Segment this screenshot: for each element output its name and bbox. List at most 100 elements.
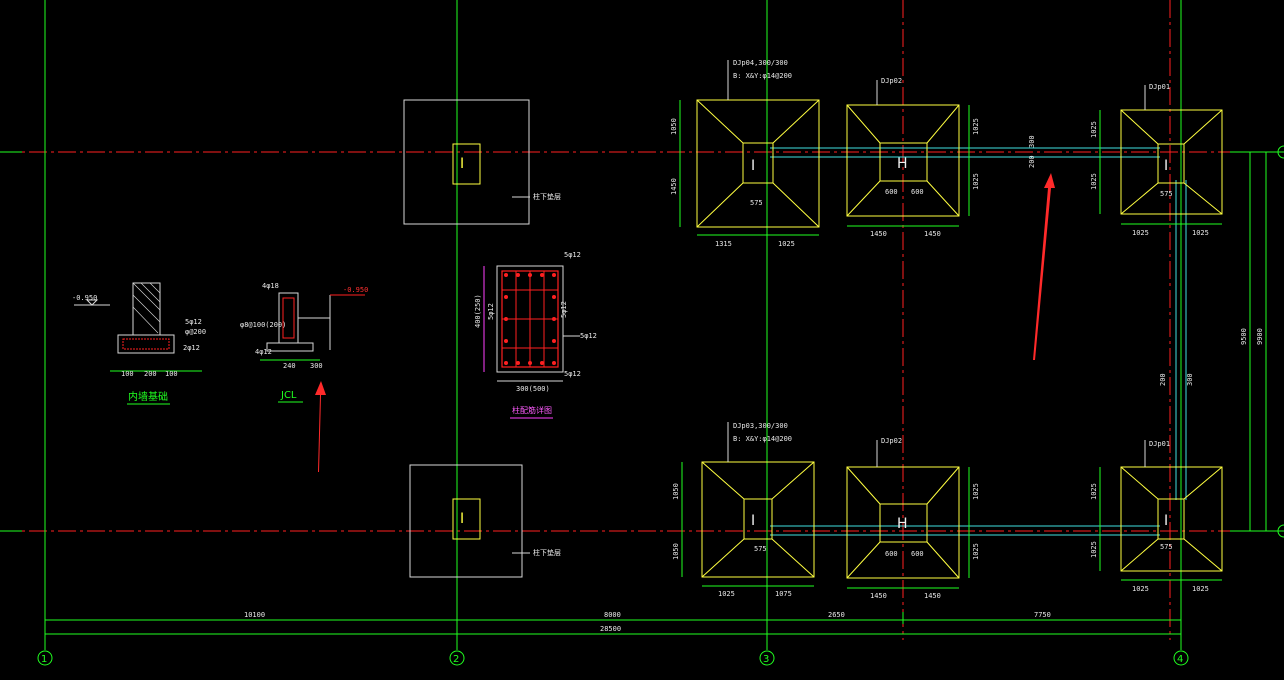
dim-bl-w2: 1075 bbox=[775, 590, 792, 598]
wall-note-2: φ@200 bbox=[185, 328, 206, 336]
beam-dim-200: 200 bbox=[1028, 155, 1036, 168]
dim-bottom-3: 2650 bbox=[828, 611, 845, 619]
grid-bubble-1[interactable] bbox=[37, 650, 53, 666]
grid-bubble-2[interactable] bbox=[449, 650, 465, 666]
dim-bl-h2: 1050 bbox=[672, 543, 680, 560]
dim-tm-h1: 1025 bbox=[972, 118, 980, 135]
dim-br-h1: 1025 bbox=[1090, 483, 1098, 500]
dim-bottom-total: 28500 bbox=[600, 625, 621, 633]
dim-tl-w1: 1315 bbox=[715, 240, 732, 248]
grid-bubbles: 1 2 3 4 bbox=[37, 650, 1189, 666]
jcl-note-3: φ8@100(200) bbox=[240, 321, 286, 329]
dim-bl-h1: 1050 bbox=[672, 483, 680, 500]
dim-bl-w1: 1025 bbox=[718, 590, 735, 598]
column-side-right: 5φ12 bbox=[560, 301, 568, 318]
dim-right-1: 9500 bbox=[1240, 328, 1248, 345]
footing-bottom-right[interactable]: Ι DJp01 1025 1025 575 1025 1025 bbox=[1090, 440, 1223, 593]
column-i-icon: Ι bbox=[460, 156, 464, 172]
dim-tr-col: 575 bbox=[1160, 190, 1173, 198]
dim-tl-col: 575 bbox=[750, 199, 763, 207]
dim-br-h2: 1025 bbox=[1090, 541, 1098, 558]
footing-label-top-mid: DJp02 bbox=[881, 77, 902, 85]
tie-beams: 300 200 200 300 bbox=[770, 135, 1194, 536]
dim-bm-w1: 1450 bbox=[870, 592, 887, 600]
dim-tm-w2: 1450 bbox=[924, 230, 941, 238]
dim-bm-col: 600 bbox=[885, 550, 898, 558]
footing-top-right[interactable]: Ι DJp01 1025 1025 575 1025 1025 bbox=[1090, 83, 1223, 237]
wall-detail-title: 内墙基础 bbox=[128, 390, 168, 403]
dim-right-2: 9900 bbox=[1256, 328, 1264, 345]
dim-tl-h1: 1050 bbox=[670, 118, 678, 135]
column-i-icon: Ι bbox=[751, 158, 755, 174]
column-w-dim: 300(500) bbox=[516, 385, 550, 393]
column-top-note: 5φ12 bbox=[564, 251, 581, 259]
jcl-detail-title: JCL bbox=[280, 390, 297, 401]
column-i-icon: Ι bbox=[751, 513, 755, 529]
dim-bottom-2: 8000 bbox=[604, 611, 621, 619]
footing-label-bot-left-2: B: X&Y:φ14@200 bbox=[733, 435, 792, 443]
detail-inner-wall-foundation[interactable]: -0.950 5φ12 φ@200 2φ12 100 200 100 内墙基础 bbox=[72, 282, 206, 405]
footing-label-top-left-2: B: X&Y:φ14@200 bbox=[733, 72, 792, 80]
dim-bm-h1: 1025 bbox=[972, 483, 980, 500]
dim-tr-w2: 1025 bbox=[1192, 229, 1209, 237]
dim-tm-col: 600 bbox=[885, 188, 898, 196]
detail-jcl[interactable]: -0.950 4φ18 φ8@100(200) 4φ12 240 300 JCL bbox=[240, 282, 368, 403]
wall-note-1: 5φ12 bbox=[185, 318, 202, 326]
dim-br-w2: 1025 bbox=[1192, 585, 1209, 593]
dim-bl-col: 575 bbox=[754, 545, 767, 553]
jcl-dim-1: 240 bbox=[283, 362, 296, 370]
dim-tl-h2: 1450 bbox=[670, 178, 678, 195]
dim-tm-h2: 1025 bbox=[972, 173, 980, 190]
grid-bubble-3[interactable] bbox=[759, 650, 775, 666]
dim-tr-h1: 1025 bbox=[1090, 121, 1098, 138]
wall-elev: -0.950 bbox=[72, 294, 97, 302]
footing-label-bot-left-1: DJp03,300/300 bbox=[733, 422, 788, 430]
wall-note-3: 2φ12 bbox=[183, 344, 200, 352]
column-h-icon: H bbox=[897, 516, 908, 532]
dim-br-col: 575 bbox=[1160, 543, 1173, 551]
detail-column-rebar[interactable]: 400(250) 5φ12 5φ12 5φ12 5φ12 5φ12 300(50… bbox=[474, 251, 597, 419]
bottom-dimension-chain: 10100 8000 2650 7750 28500 bbox=[44, 611, 1182, 638]
dim-tl-w2: 1025 bbox=[778, 240, 795, 248]
footing-bottom-mid[interactable]: H DJp02 1450 1450 600 600 1025 1025 bbox=[846, 437, 980, 600]
column-h-dim: 400(250) bbox=[474, 294, 482, 328]
footing-top-mid[interactable]: H DJp02 1450 1450 600 600 1025 1025 bbox=[846, 77, 980, 238]
dim-tr-h2: 1025 bbox=[1090, 173, 1098, 190]
wall-dim-3: 100 bbox=[165, 370, 178, 378]
footing-label-bot-mid: DJp02 bbox=[881, 437, 902, 445]
dim-bottom-1: 10100 bbox=[244, 611, 265, 619]
jcl-dim-2: 300 bbox=[310, 362, 323, 370]
jcl-elev: -0.950 bbox=[343, 286, 368, 294]
dim-tm-w1: 1450 bbox=[870, 230, 887, 238]
dim-bottom-4: 7750 bbox=[1034, 611, 1051, 619]
column-detail-title: 柱配筋详图 bbox=[512, 405, 552, 415]
dim-bm-col2: 600 bbox=[911, 550, 924, 558]
column-i-icon: Ι bbox=[460, 511, 464, 527]
column-bottom-note: 5φ12 bbox=[564, 370, 581, 378]
column-stirrup-note: 5φ12 bbox=[580, 332, 597, 340]
wall-dim-2: 200 bbox=[144, 370, 157, 378]
annotation-arrow-left bbox=[315, 381, 326, 472]
column-side-left: 5φ12 bbox=[487, 303, 495, 320]
jcl-note-1: 4φ18 bbox=[262, 282, 279, 290]
pad-note-top: 柱下垫层 bbox=[533, 192, 561, 201]
pad-footing-top[interactable]: Ι 柱下垫层 bbox=[403, 99, 561, 225]
right-vertical-dims: 9500 9900 bbox=[1240, 151, 1270, 532]
beam-dim-v-200: 200 bbox=[1159, 373, 1167, 386]
jcl-note-2: 4φ12 bbox=[255, 348, 272, 356]
pad-footing-bottom[interactable]: Ι 柱下垫层 bbox=[409, 464, 561, 578]
footing-label-top-right: DJp01 bbox=[1149, 83, 1170, 91]
footing-label-bot-right: DJp01 bbox=[1149, 440, 1170, 448]
beam-dim-300: 300 bbox=[1028, 135, 1036, 148]
annotation-arrow-right bbox=[1033, 173, 1055, 360]
grid-bubble-4[interactable] bbox=[1173, 650, 1189, 666]
footing-bottom-left[interactable]: Ι DJp03,300/300 B: X&Y:φ14@200 1025 1075… bbox=[672, 422, 815, 598]
pad-note-bottom: 柱下垫层 bbox=[533, 548, 561, 557]
dim-br-w1: 1025 bbox=[1132, 585, 1149, 593]
dim-bm-w2: 1450 bbox=[924, 592, 941, 600]
grid-label-4: 4 bbox=[1177, 654, 1183, 665]
footing-top-left[interactable]: Ι DJp04,300/300 B: X&Y:φ14@200 1315 1025… bbox=[670, 59, 820, 248]
grid-label-2: 2 bbox=[453, 654, 459, 665]
wall-dim-1: 100 bbox=[121, 370, 134, 378]
